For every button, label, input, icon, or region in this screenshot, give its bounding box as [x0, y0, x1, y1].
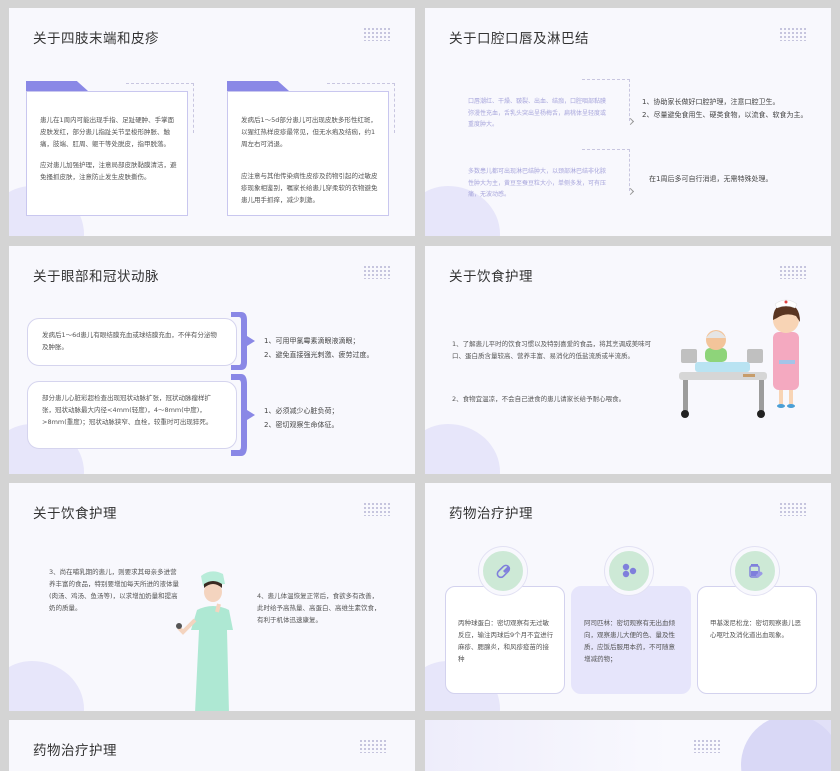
care-item: 2、避免直接强光刺激、疲劳过度。: [264, 351, 374, 359]
dot-grid-decoration: [779, 265, 807, 279]
slide-title: 关于口腔口唇及淋巴结: [449, 31, 589, 47]
decorative-blob: [425, 424, 500, 474]
slide-mouth-lymph[interactable]: 关于口腔口唇及淋巴结 口唇潮红、干燥、皲裂、出血、结痂，口腔咽部黏膜弥漫性充血，…: [425, 8, 831, 236]
slide-title: 关于饮食护理: [33, 506, 117, 522]
care-item: 2、尽量避免食用生、硬类食物，以流食、软食为主。: [642, 110, 808, 119]
drug-text: 甲基泼尼松龙：密切观察患儿恶心呕吐及消化道出血现象。: [710, 619, 801, 639]
drug-card: 丙种球蛋白：密切观察有无过敏反应，输注丙球后9个月不宜进行麻疹、腮腺炎，和风疹疫…: [445, 586, 565, 694]
card-paragraph: 应注意与其他传染病性皮疹及药物引起的过敏皮疹现象相鉴别，嘱家长给患儿穿柔软的衣物…: [241, 172, 378, 204]
card-paragraph: 发病后1～5d部分患儿可出现皮肤多形性红斑，以猩红热样皮疹最常见，但无水疱及结痂…: [241, 116, 377, 148]
card-paragraph: 应对患儿加强护理，注意局部皮肤黏膜清洁，避免搔抓皮肤，注意防止发生皮肤撕伤。: [40, 161, 177, 181]
brace-connector: [231, 374, 255, 456]
drug-text: 阿司匹林：密切观察有无出血倾向，观察患儿大便的色、量及性质，应饭后服用本药，不可…: [584, 619, 675, 663]
dot-grid-decoration: [363, 502, 391, 516]
symptom-box: 部分患儿心脏彩超检查出现冠状动脉扩张，冠状动脉瘤样扩张，冠状动脉最大内径<4mm…: [27, 381, 237, 449]
slide-title: 药物治疗护理: [449, 506, 533, 522]
slide-drug-treatment[interactable]: 药物治疗护理 丙种球蛋白：密切观察有无过敏反应，输注丙球后9个月不宜进行麻疹、腮…: [425, 483, 831, 711]
diet-item: 4、患儿体温恢复正常后，食欲多有改善，此时给予高热量、高蛋白、高维生素饮食，有利…: [257, 592, 381, 624]
care-list: 1、可用甲氯霉素滴眼液滴眼； 2、避免直接强光刺激、疲劳过度。: [264, 334, 373, 362]
decorative-blob: [9, 661, 84, 711]
care-list: 1、协助家长做好口腔护理，注意口腔卫生。 2、尽量避免食用生、硬类食物，以流食、…: [642, 96, 812, 121]
slide-drug-treatment-2[interactable]: 药物治疗护理: [9, 720, 415, 771]
diet-item: 1、了解患儿平时的饮食习惯以及特别喜爱的食品，将其烹调成美味可口、蛋白质含量较高…: [452, 340, 652, 360]
nurse-with-stethoscope-photo: [176, 571, 233, 711]
card-tab-decoration: [227, 81, 289, 91]
slide-eyes-coronary[interactable]: 关于眼部和冠状动脉 发病后1～6d患儿有眼结膜充血或球结膜充血，不伴有分泌物及肿…: [9, 246, 415, 474]
slide-title: 关于四肢末端和皮疹: [33, 31, 159, 47]
symptom-text: 多数患儿都可出现淋巴结肿大，以颈部淋巴结非化脓性肿大为主，黄豆至蚕豆粒大小，单侧…: [468, 168, 607, 198]
connector-arrow: [582, 79, 630, 121]
dot-grid-decoration: [359, 739, 387, 753]
nurse-and-patient-bed-illustration: [679, 299, 800, 418]
dot-grid-decoration: [363, 265, 391, 279]
symptom-box: 发病后1～6d患儿有眼结膜充血或球结膜充血，不伴有分泌物及肿胀。: [27, 318, 237, 366]
diet-item: 3、尚在哺乳期的患儿，则要求其母亲多进营养丰富的食品，特别要增加每天所进的液体量…: [49, 568, 179, 612]
card-paragraph: 患儿在1周内可能出现手指、足趾硬肿、手掌面皮肤发红，部分患儿指趾关节呈梭形肿胀、…: [40, 116, 175, 148]
connector-arrow: [582, 149, 630, 191]
dashed-corner-decoration: [126, 83, 194, 133]
slide-title: 药物治疗护理: [33, 743, 117, 759]
dot-grid-decoration: [693, 739, 721, 753]
info-card: 患儿在1周内可能出现手指、足趾硬肿、手掌面皮肤发红，部分患儿指趾关节呈梭形肿胀、…: [26, 91, 188, 216]
care-list: 1、必须减少心脏负荷； 2、密切观察生命体征。: [264, 404, 338, 432]
card-tab-decoration: [26, 81, 88, 91]
brace-connector: [231, 312, 255, 370]
symptom-text: 部分患儿心脏彩超检查出现冠状动脉扩张，冠状动脉瘤样扩张，冠状动脉最大内径<4mm…: [42, 394, 213, 426]
medicine-bottle-icon: [731, 547, 779, 595]
care-item: 2、密切观察生命体征。: [264, 421, 339, 429]
slide-title: 关于饮食护理: [449, 269, 533, 285]
info-card: 发病后1～5d部分患儿可出现皮肤多形性红斑，以猩红热样皮疹最常见，但无水疱及结痂…: [227, 91, 389, 216]
diet-item: 2、食物宜温凉，不会自己进食的患儿请家长给予耐心喂食。: [452, 395, 626, 403]
drug-card: 甲基泼尼松龙：密切观察患儿恶心呕吐及消化道出血现象。: [697, 586, 817, 694]
decorative-circle: [741, 720, 831, 771]
symptom-text: 口唇潮红、干燥、皲裂、出血、结痂，口腔咽部黏膜弥漫性充血，舌乳头突出呈杨梅舌，扁…: [468, 98, 607, 128]
slide-diet-care-1[interactable]: 关于饮食护理 1、了解患儿平时的饮食习惯以及特别喜爱的食品，将其烹调成美味可口、…: [425, 246, 831, 474]
dot-grid-decoration: [363, 27, 391, 41]
dot-grid-decoration: [779, 27, 807, 41]
capsule-icon: [479, 547, 527, 595]
pills-icon: [605, 547, 653, 595]
slide-limbs-rash[interactable]: 关于四肢末端和皮疹 患儿在1周内可能出现手指、足趾硬肿、手掌面皮肤发红，部分患儿…: [9, 8, 415, 236]
slide-closing[interactable]: [425, 720, 831, 771]
care-item: 1、可用甲氯霉素滴眼液滴眼；: [264, 337, 360, 345]
dashed-corner-decoration: [327, 83, 395, 133]
care-item: 1、协助家长做好口腔护理，注意口腔卫生。: [642, 98, 780, 106]
drug-card: 阿司匹林：密切观察有无出血倾向，观察患儿大便的色、量及性质，应饭后服用本药，不可…: [571, 586, 691, 694]
care-item: 1、必须减少心脏负荷；: [264, 407, 339, 415]
care-item: 在1周后多可自行消退，无需特殊处理。: [649, 175, 773, 183]
symptom-text: 发病后1～6d患儿有眼结膜充血或球结膜充血，不伴有分泌物及肿胀。: [42, 331, 217, 351]
slide-title: 关于眼部和冠状动脉: [33, 269, 159, 285]
slide-diet-care-2[interactable]: 关于饮食护理 3、尚在哺乳期的患儿，则要求其母亲多进营养丰富的食品，特别要增加每…: [9, 483, 415, 711]
dot-grid-decoration: [779, 502, 807, 516]
drug-text: 丙种球蛋白：密切观察有无过敏反应，输注丙球后9个月不宜进行麻疹、腮腺炎，和风疹疫…: [458, 619, 554, 663]
